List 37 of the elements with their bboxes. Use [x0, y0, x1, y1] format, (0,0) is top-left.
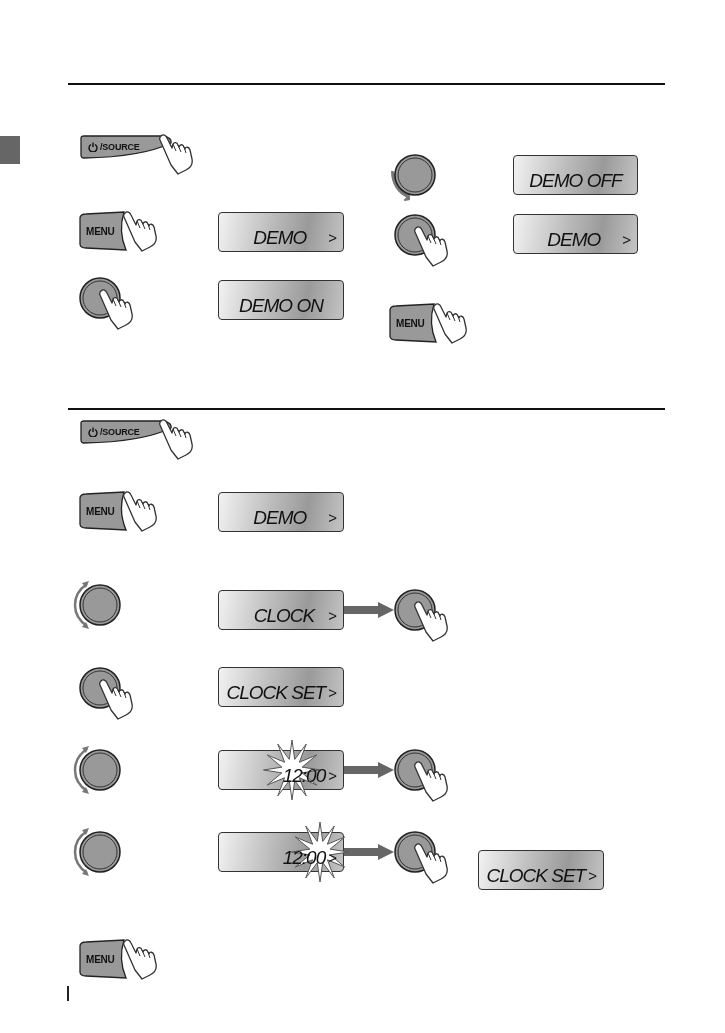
lcd-display: [218, 280, 344, 320]
lcd-display: [478, 850, 604, 890]
arrow: [344, 762, 394, 778]
lcd-display: [218, 590, 344, 630]
display-text: DEMO ON: [239, 294, 323, 318]
arrow: [344, 602, 394, 618]
arrow: [344, 844, 394, 860]
menu-button: MENU: [390, 304, 436, 342]
display-text: CLOCK SET: [226, 681, 326, 705]
display-arrow-text: >: [328, 848, 337, 868]
display-arrow-text: >: [328, 606, 337, 626]
control-knob: [394, 154, 436, 196]
control-knob: [79, 749, 121, 791]
control-knob: [79, 584, 121, 626]
display-arrow-text: >: [328, 766, 337, 786]
display-text: CLOCK SET: [486, 864, 586, 888]
display-arrow-text: >: [328, 683, 337, 703]
display-text: DEMO: [253, 506, 307, 530]
display-arrow-text: >: [622, 230, 631, 250]
menu-button: MENU: [80, 940, 126, 978]
control-knob: [79, 831, 121, 873]
lcd-display: [513, 214, 638, 254]
display-arrow-text: >: [588, 866, 597, 886]
display-arrow-text: >: [328, 508, 337, 528]
display-text: DEMO: [253, 226, 307, 250]
lcd-display: [218, 667, 344, 707]
display-text: DEMO OFF: [529, 169, 622, 193]
lcd-display: [513, 155, 638, 195]
lcd-display: [218, 212, 344, 252]
display-text: DEMO: [547, 228, 601, 252]
display-text: 12:00: [282, 846, 326, 870]
lcd-display: [218, 492, 344, 532]
display-arrow-text: >: [328, 228, 337, 248]
display-text: 12:00: [282, 764, 326, 788]
menu-button: MENU: [80, 212, 126, 250]
menu-button: MENU: [80, 492, 126, 530]
display-text: CLOCK: [253, 604, 315, 628]
